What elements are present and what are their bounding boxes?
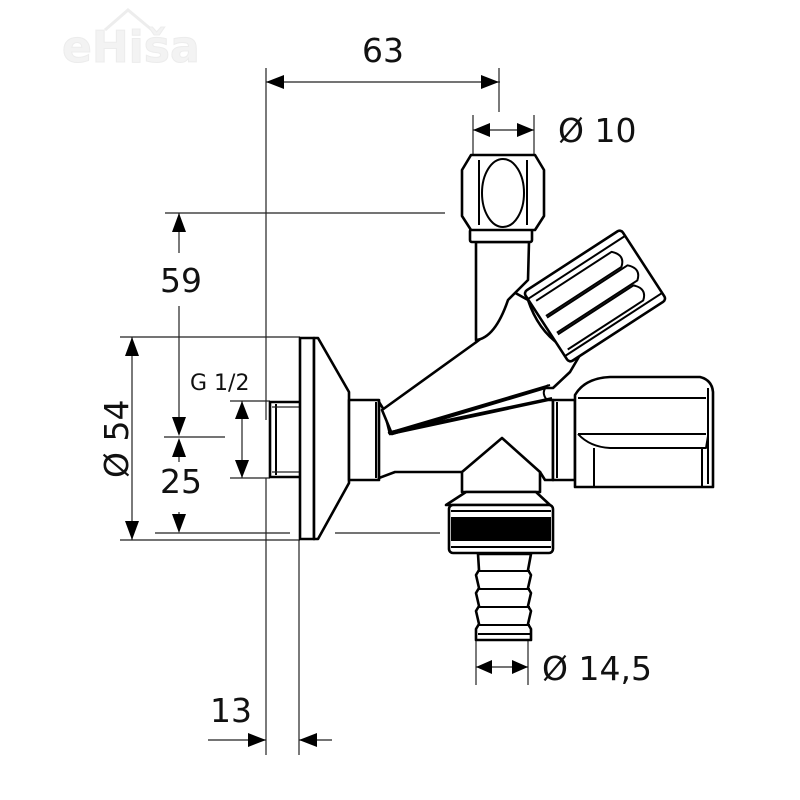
watermark-logo: eHiša — [62, 8, 200, 74]
dim-13: 13 — [210, 691, 252, 730]
dimension-lines — [120, 68, 535, 755]
dimension-labels: 63 Ø 10 59 G 1/2 25 Ø 54 Ø 14,5 13 — [97, 31, 652, 730]
dim-rosette-diameter: Ø 54 — [97, 400, 136, 478]
valve-body — [268, 153, 715, 642]
top-compression-nut — [460, 153, 546, 244]
dim-59: 59 — [160, 261, 202, 300]
dim-25: 25 — [160, 462, 202, 501]
right-handle — [573, 375, 715, 489]
dim-top-outlet-diameter: Ø 10 — [558, 111, 636, 150]
dim-thread: G 1/2 — [190, 371, 249, 396]
dim-hose-diameter: Ø 14,5 — [542, 649, 652, 688]
watermark-text: eHiša — [62, 22, 200, 73]
house-roof-icon — [104, 8, 153, 32]
upper-handle-knob — [523, 229, 667, 363]
dim-63: 63 — [362, 31, 404, 70]
threaded-inlet — [268, 400, 304, 479]
hose-nozzle — [474, 552, 533, 642]
hose-outlet-nut — [444, 490, 555, 555]
wall-rosette — [298, 336, 351, 541]
